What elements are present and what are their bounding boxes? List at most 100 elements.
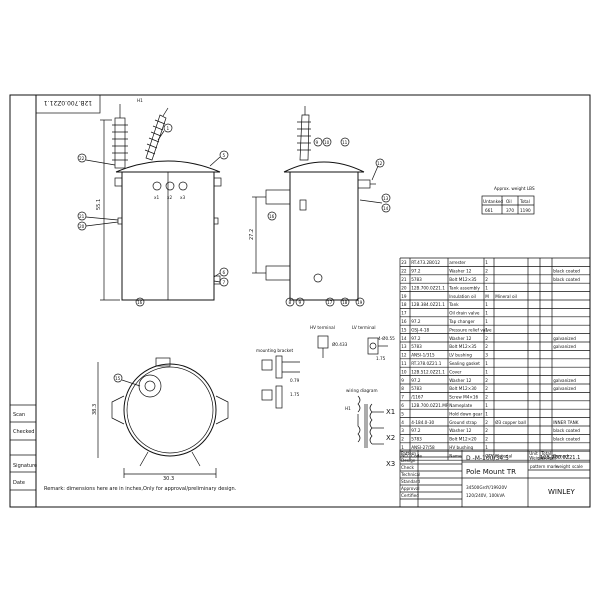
mounting-bracket-detail: mounting bracket 0.79 1.75 (256, 348, 300, 409)
front-hv-bushing (144, 107, 169, 161)
side-hv-bushing (297, 106, 311, 161)
bom-cell: 20 (401, 285, 407, 290)
balloon-16: 16 (137, 300, 143, 305)
balloon-16-side: 16 (269, 214, 275, 219)
bom-cell: Oil drain valve (449, 311, 480, 316)
title-col-scale: scale (572, 464, 583, 469)
bom-cell: 11 (401, 361, 407, 366)
bom-cell: Bolt M12×30 (449, 386, 477, 391)
title-spec1: 34500GrdY/19920V (466, 485, 507, 490)
inner-frame (35, 94, 591, 508)
bom-cell: 97.2 (411, 428, 421, 433)
bom-cell: 5783 (411, 437, 422, 442)
bom-cell: 1 (485, 327, 488, 332)
bom-cell: Pressure relief valve (449, 327, 492, 332)
bom-cell: 1 (485, 369, 488, 374)
bom-cell: 7 (401, 395, 404, 400)
bom-cell: Nameplate (449, 403, 472, 408)
bom-cell: 97.2 (411, 269, 421, 274)
bom-cell: LV bushing (449, 353, 472, 358)
bom-cell: INNER TANK (553, 420, 579, 425)
bom-cell: 23 (401, 260, 407, 265)
title-model: D -M-100/34.5 (466, 455, 509, 462)
bom-cell: 2 (485, 344, 488, 349)
bom-cell: 6 (401, 403, 404, 408)
bom-cell: 2 (485, 428, 488, 433)
balloon-11: 11 (342, 140, 348, 145)
bom-cell: RT.473.2B012 (411, 260, 440, 265)
bom-cell: ANSI-27/58 (411, 445, 435, 450)
bom-cell: 5783 (411, 277, 422, 282)
title-name: Pole Mount TR (466, 468, 516, 476)
front-balloons: 1 5 22 21 20 6 7 16 (77, 123, 229, 307)
bom-cell: 12B.700.0Z21.1 (411, 285, 445, 290)
bom-cell: HV bushing (449, 445, 473, 450)
wiring-x2: X2 (386, 434, 395, 442)
balloon-22: 22 (79, 156, 85, 161)
wiring-title: wiring diagram (346, 388, 378, 393)
bom-cell: black coated (553, 277, 580, 282)
bom-cell: 1 (485, 285, 488, 290)
balloon-5: 5 (223, 153, 226, 158)
side-bracket-bottom (265, 265, 291, 281)
top-hv-bushing (138, 374, 162, 398)
bom-cell: 8 (401, 386, 404, 391)
drawing-number-stamp-text: 12B.700.0Z21.1 (44, 99, 92, 106)
bom-cell: 12B.384.0Z21.1 (411, 302, 445, 307)
weight-title: Approx. weight LBS (494, 186, 535, 191)
lv-terminal-title: LV terminal (352, 325, 376, 330)
bom-header-cell: NO (401, 453, 408, 458)
bom-cell: 2 (485, 395, 488, 400)
balloon-15: 15 (115, 376, 121, 381)
bom-cell: black coated (553, 428, 580, 433)
hv-terminal-detail: HV terminal Ø0.433 (310, 325, 348, 358)
bom-cell: 1 (485, 445, 488, 450)
front-h1-mark: H1 (137, 98, 143, 103)
bracket-dim-2: 1.75 (290, 392, 300, 397)
side-height-dim: 27.2 (249, 229, 255, 240)
bom-cell: 22 (401, 269, 407, 274)
bom-cell: 16 (401, 319, 407, 324)
weight-value-untanked: 661 (485, 208, 493, 213)
bom-cell: 1 (485, 319, 488, 324)
bom-cell: 2 (485, 437, 488, 442)
title-col-pattern: pattern mark (530, 464, 558, 469)
bom-cell: 3 (401, 428, 404, 433)
bom-cell: 97.2 (411, 319, 421, 324)
balloon-8: 8 (289, 300, 292, 305)
bom-cell: 2 (401, 437, 404, 442)
bom-cell: Tank assembly (448, 285, 480, 290)
balloon-9b: 9 (299, 300, 302, 305)
top-depth-dim: 38.3 (92, 404, 98, 415)
title-block: D -M-100/34.5 Pole Mount TR 34500GrdY/19… (399, 449, 591, 508)
bom-cell: 9 (401, 378, 404, 383)
bom-header-cell: Total (540, 451, 551, 456)
bom-cell: 2 (485, 378, 488, 383)
bom-cell: 1 (401, 445, 404, 450)
bom-header-cell: Unit (529, 451, 538, 456)
bom-cell: galvanized (553, 344, 576, 349)
top-tank-circle (123, 363, 217, 457)
bom-cell: Bolt M12×35 (449, 344, 477, 349)
weight-table: Approx. weight LBS Untanked Oil Total 66… (481, 186, 535, 215)
front-cover (115, 160, 221, 173)
lv-terminal-dim1: 4-Ø0.55 (378, 336, 395, 341)
bom-cell: RT.378.0Z21.1 (411, 361, 442, 366)
bom-cell: Bolt M12×20 (449, 437, 477, 442)
lv-terminal-detail: LV terminal 4-Ø0.55 1.75 (352, 325, 395, 361)
bom-cell: Washer 12 (449, 269, 472, 274)
bom-cell: 1 (485, 361, 488, 366)
strip-checked: Checked (13, 429, 34, 435)
bom-cell: 3 (485, 353, 488, 358)
weight-header-untanked: Untanked (483, 199, 503, 204)
balloon-20: 20 (79, 224, 85, 229)
bom-cell: 12 (401, 353, 407, 358)
bom-cell: 4 (401, 420, 404, 425)
balloon-19: 19 (357, 300, 363, 305)
top-width-dim: 30.3 (163, 476, 174, 482)
bom-cell: 21 (401, 277, 407, 282)
rev-row-approval: Approval (401, 486, 420, 491)
bracket-dim-1: 0.79 (290, 378, 300, 383)
bom-cell: 1 (485, 302, 488, 307)
weight-header-total: Total (519, 199, 530, 204)
